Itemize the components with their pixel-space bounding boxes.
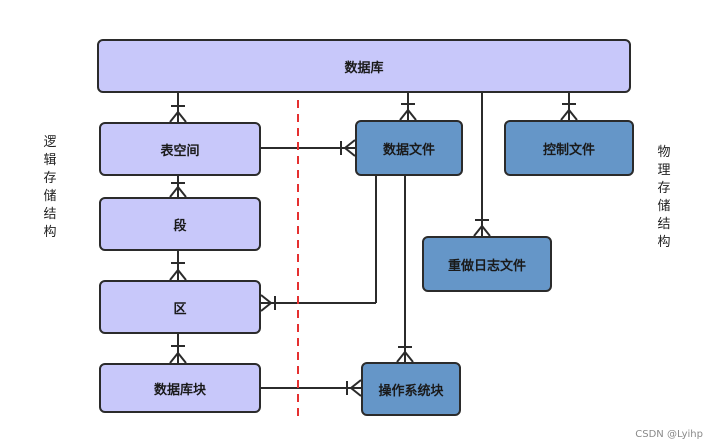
watermark: CSDN @Lyihp — [635, 429, 703, 440]
segment-label: 段 — [173, 218, 187, 234]
db-block-box: 数据库块 — [99, 363, 261, 413]
tablespace-label: 表空间 — [160, 143, 200, 159]
database-label: 数据库 — [344, 60, 384, 76]
segment-box: 段 — [99, 197, 261, 251]
extent-box: 区 — [99, 280, 261, 334]
redolog-label: 重做日志文件 — [447, 258, 526, 274]
logical-structure-label: 逻辑存储结构 — [43, 135, 57, 240]
controlfile-box: 控制文件 — [504, 120, 634, 176]
os-block-label: 操作系统块 — [378, 383, 444, 399]
physical-structure-label: 物理存储结构 — [657, 145, 671, 250]
os-block-box: 操作系统块 — [361, 362, 461, 416]
tablespace-box: 表空间 — [99, 122, 261, 176]
controlfile-label: 控制文件 — [542, 142, 595, 158]
db-block-label: 数据库块 — [153, 382, 206, 398]
datafile-label: 数据文件 — [382, 142, 435, 158]
datafile-box: 数据文件 — [355, 120, 463, 176]
redolog-box: 重做日志文件 — [422, 236, 552, 292]
extent-label: 区 — [173, 301, 187, 317]
database-box: 数据库 — [97, 39, 631, 93]
